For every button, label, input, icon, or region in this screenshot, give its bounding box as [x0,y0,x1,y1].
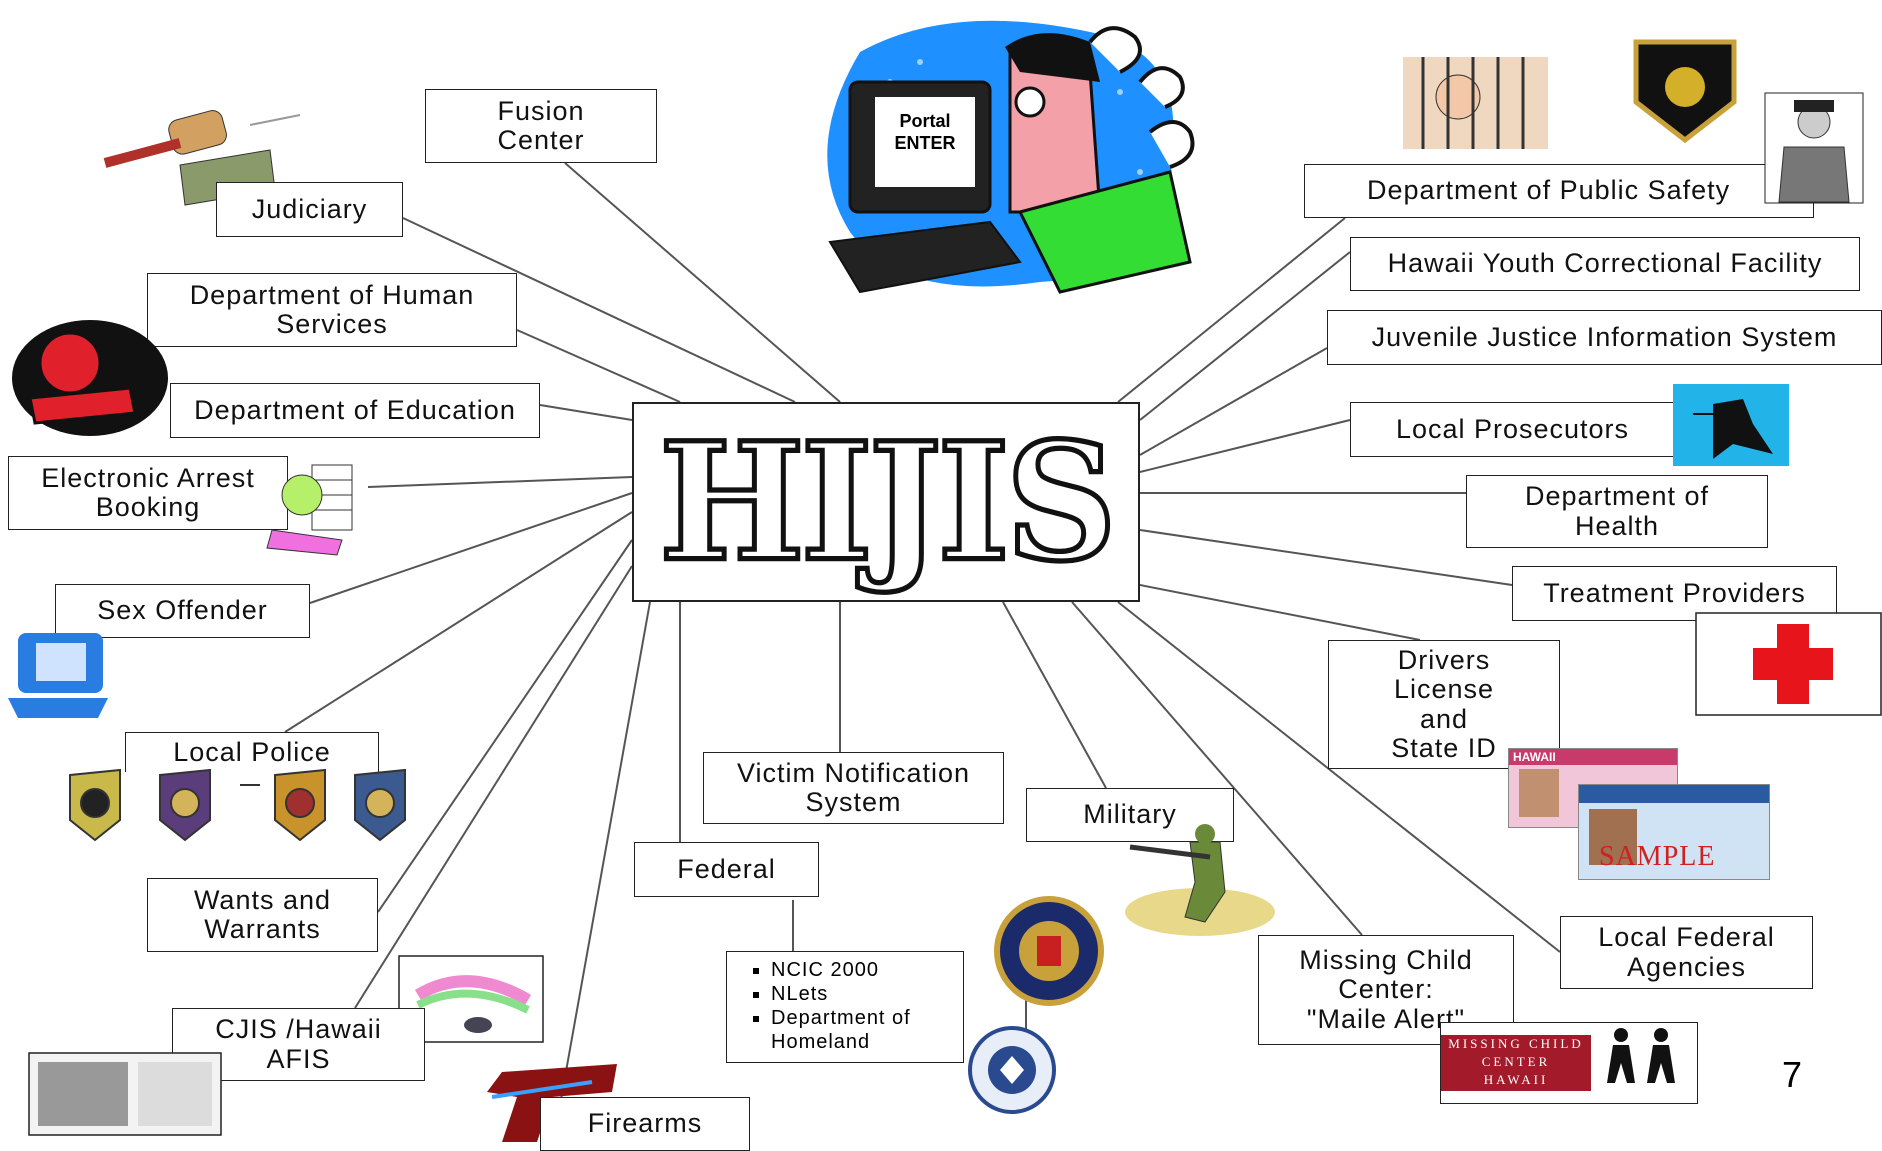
link-police [284,511,633,733]
children-icon [1607,1028,1675,1083]
node-fusion-center: Fusion Center [425,89,657,163]
node-firearms: Firearms [540,1097,750,1151]
license-card-front-photo [1589,809,1637,865]
enter-text: ENTER [894,133,955,153]
police-badges-icon [69,768,406,842]
missing-child-logo: MISSING CHILD CENTER HAWAII [1440,1022,1698,1104]
computer-icon [8,633,108,718]
page-number: 7 [1782,1054,1803,1095]
link-military [1002,601,1107,789]
federal-item-homeland: Department of Homeland [771,1006,959,1054]
node-treatment: Treatment Providers [1512,566,1837,621]
node-cjis: CJIS /Hawaii AFIS [172,1008,425,1081]
federal-item-nlets: NLets [771,982,959,1006]
soldier-icon [1125,824,1275,936]
portal-text: Portal [899,111,950,131]
hijis-title: HIJIS [657,404,1120,599]
license-sample-text: SAMPLE [1599,841,1716,872]
link-wants [377,539,633,913]
computer-user-clipart: Portal ENTER [827,20,1195,294]
link-drivers [1139,584,1421,641]
node-public-safety: Department of Public Safety [1304,164,1814,218]
federal-list: NCIC 2000 NLets Department of Homeland [726,951,964,1063]
link-missing [1071,601,1363,936]
node-drivers-license: Drivers License and State ID [1328,640,1560,769]
node-human-services: Department of Human Services [147,273,517,347]
link-arrest [367,476,633,488]
link-prosecutors [1139,419,1351,473]
link-local-federal [1117,601,1561,953]
node-wants-warrants: Wants and Warrants [147,878,378,952]
firearm-icon [487,1064,617,1142]
missing-child-logo-text: MISSING CHILD CENTER HAWAII [1441,1035,1591,1091]
public-safety-badge-icon [1633,39,1737,144]
jail-cell-icon [1403,57,1548,149]
node-juvenile-justice: Juvenile Justice Information System [1327,310,1882,365]
link-fusion [564,162,841,403]
node-local-police: Local Police [125,732,379,772]
node-victim-notification: Victim Notification System [703,752,1004,824]
officer-icon [1764,92,1864,204]
node-health: Department of Health [1466,475,1768,548]
red-cross-icon [1695,612,1882,716]
license-card-front: SAMPLE [1578,784,1770,880]
books-globe-icon [12,320,168,436]
license-card-header [1579,785,1769,803]
link-youth [1139,251,1351,421]
booking-mugshot-icon [266,464,353,556]
node-federal: Federal [634,842,819,897]
link-treatment [1139,529,1513,586]
link-sex-offender [309,492,633,604]
link-juvenile [1139,347,1328,456]
link-cjis [354,565,633,1009]
fingerprint-images-icon [28,1052,222,1136]
license-card-photo [1519,769,1559,817]
node-missing-child: Missing Child Center: "Maile Alert" [1258,935,1514,1045]
node-youth-correctional: Hawaii Youth Correctional Facility [1350,237,1860,291]
federal-item-ncic: NCIC 2000 [771,958,959,982]
node-sex-offender: Sex Offender [55,584,310,638]
fbi-seal-icon [994,896,1104,1006]
link-judiciary [402,217,796,403]
hijis-center-node: HIJIS [632,402,1140,602]
node-judiciary: Judiciary [216,182,403,237]
link-education [539,404,633,421]
link-firearms [559,601,651,1106]
dhs-seal-icon [968,1026,1056,1114]
node-education: Department of Education [170,383,540,438]
node-local-federal: Local Federal Agencies [1560,916,1813,989]
link-public-safety [1117,217,1346,403]
license-card-state: HAWAII [1509,749,1677,765]
link-human-services [516,329,681,403]
node-prosecutors: Local Prosecutors [1350,402,1675,457]
prosecutor-icon [1673,384,1789,466]
node-arrest-booking: Electronic Arrest Booking [8,456,288,530]
